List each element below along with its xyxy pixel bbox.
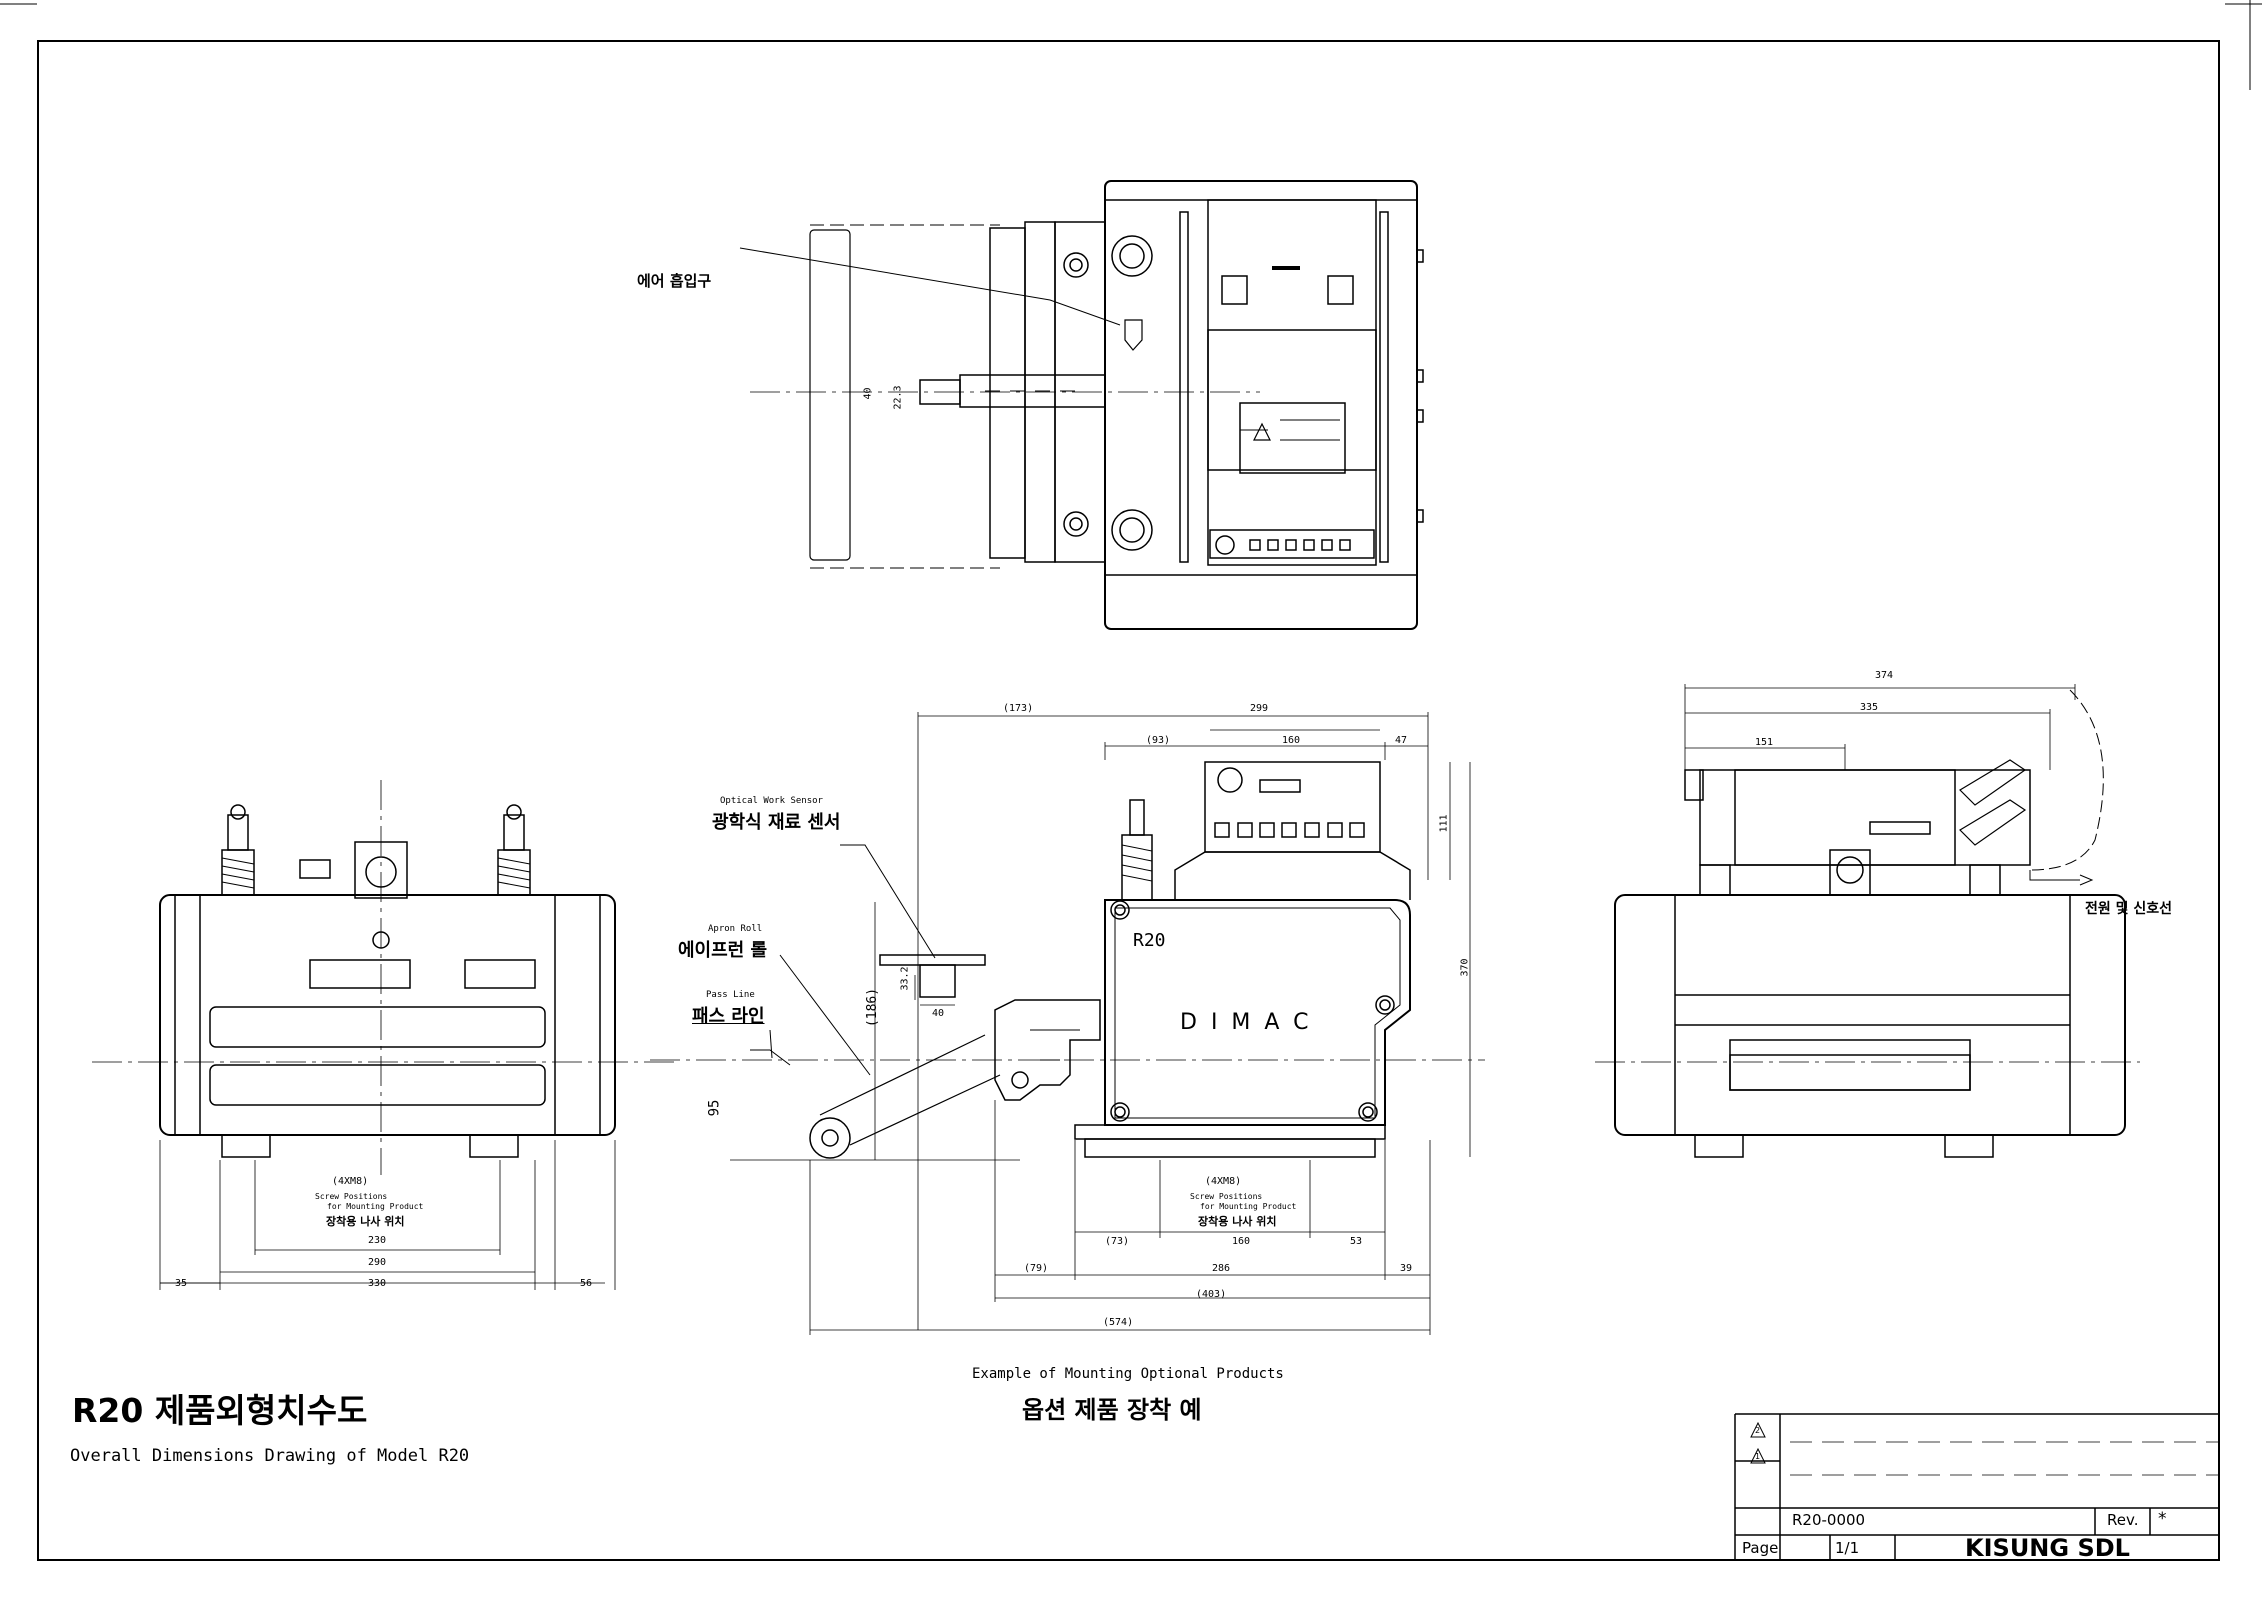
side-dim: 160 <box>1232 1236 1251 1247</box>
front-dim: 290 <box>368 1257 387 1268</box>
front-dim: 330 <box>368 1278 387 1289</box>
title-block: 2 1 R20-0000 Rev. * Page 1/1 KISUNG SDL <box>1735 1414 2220 1562</box>
front-screw-en-1: Screw Positions <box>315 1192 388 1201</box>
side-dim: (403) <box>1196 1289 1227 1300</box>
front-dim: 56 <box>580 1278 593 1289</box>
side-dim: 40 <box>932 1008 945 1019</box>
side-dim: (574) <box>1103 1317 1134 1328</box>
air-inlet-label: 에어 흡입구 <box>637 272 712 290</box>
side-dim: (93) <box>1146 735 1171 746</box>
sheet-border <box>37 40 2220 1561</box>
drawing-number: R20-0000 <box>1792 1511 1866 1529</box>
side-screw-en-1: Screw Positions <box>1190 1192 1263 1201</box>
front-dim: 230 <box>368 1235 387 1246</box>
side-dim: 160 <box>1282 735 1301 746</box>
rear-dim: 374 <box>1875 670 1894 681</box>
side-dim: 47 <box>1395 735 1408 746</box>
side-dim: 95 <box>706 1099 723 1117</box>
side-dim: 39 <box>1400 1263 1413 1274</box>
model-plate: R20 <box>1133 930 1166 951</box>
sensor-label-korean: 광학식 재료 센서 <box>712 812 841 833</box>
side-view <box>650 712 1485 1335</box>
front-screw-ko: 장착용 나사 위치 <box>326 1215 405 1228</box>
top-dim: 40 <box>862 387 874 400</box>
pass-line-label-english: Pass Line <box>706 990 755 1000</box>
drawing-title-korean: R20 제품외형치수도 <box>72 1391 368 1430</box>
page-label: Page <box>1742 1539 1779 1557</box>
side-screw-en-2: for Mounting Product <box>1200 1202 1297 1211</box>
side-dim: 33.2 <box>899 966 911 991</box>
pass-line-label-korean: 패스 라인 <box>692 1006 765 1027</box>
rear-dim: 335 <box>1860 702 1879 713</box>
page-value: 1/1 <box>1835 1539 1860 1557</box>
front-view <box>92 780 680 1290</box>
apron-label-korean: 에이프런 롤 <box>678 940 768 961</box>
front-screw-code: (4XM8) <box>332 1176 369 1187</box>
corner-mark <box>0 0 2262 90</box>
revision-mark-2: 2 <box>1755 1426 1761 1435</box>
side-dim: 299 <box>1250 703 1269 714</box>
side-dim: 370 <box>1459 958 1471 977</box>
side-dim: (73) <box>1105 1236 1130 1247</box>
top-view <box>739 180 1424 630</box>
brand-logo: DIMAC <box>1180 1010 1323 1035</box>
side-dim: 111 <box>1438 814 1450 833</box>
side-screw-code: (4XM8) <box>1205 1176 1242 1187</box>
company-name: KISUNG SDL <box>1965 1534 2130 1562</box>
top-dim: 22.3 <box>892 385 904 410</box>
side-screw-ko: 장착용 나사 위치 <box>1198 1215 1277 1228</box>
apron-label-english: Apron Roll <box>708 924 763 934</box>
rear-view <box>1595 684 2140 1158</box>
revision-value: * <box>2158 1509 2167 1529</box>
side-dim: (79) <box>1024 1263 1049 1274</box>
example-caption-english: Example of Mounting Optional Products <box>972 1366 1284 1382</box>
title-block-lines <box>1734 1413 2220 1561</box>
side-dim: (173) <box>1003 703 1034 714</box>
cable-label: 전원 및 신호선 <box>2085 901 2173 917</box>
side-dim: (186) <box>865 987 881 1028</box>
revision-label: Rev. <box>2107 1511 2139 1529</box>
front-dim: 35 <box>175 1278 188 1289</box>
example-caption-korean: 옵션 제품 장착 예 <box>1022 1396 1202 1424</box>
side-dim: 53 <box>1350 1236 1363 1247</box>
sensor-label-english: Optical Work Sensor <box>720 796 823 806</box>
revision-mark-1: 1 <box>1755 1452 1761 1461</box>
side-dim: 286 <box>1212 1263 1231 1274</box>
rear-dim: 151 <box>1755 737 1774 748</box>
drawing-title-english: Overall Dimensions Drawing of Model R20 <box>70 1446 470 1466</box>
front-screw-en-2: for Mounting Product <box>327 1202 424 1211</box>
